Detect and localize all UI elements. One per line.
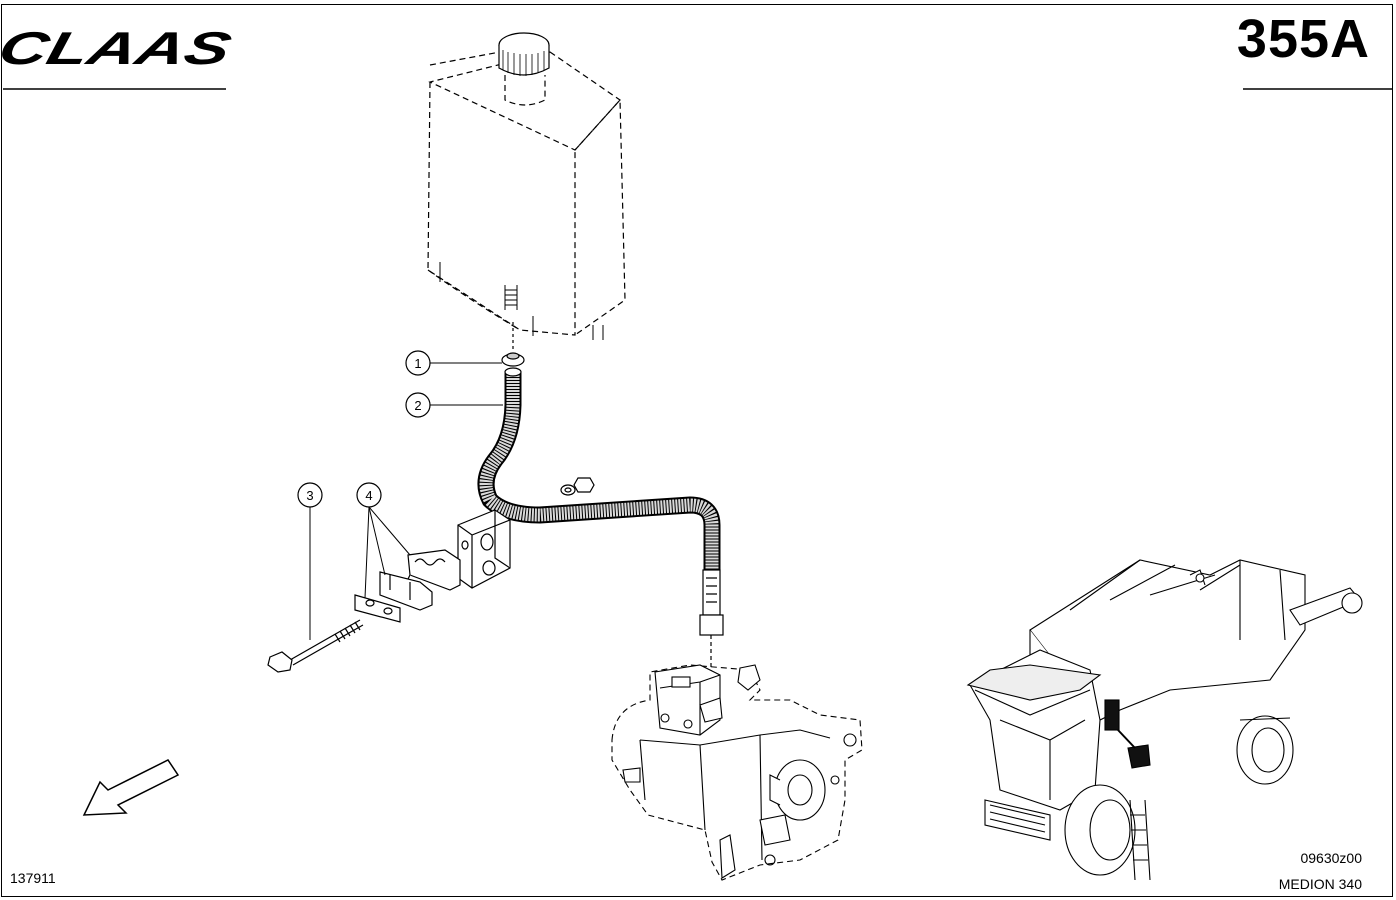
combine-harvester-illustration <box>966 559 1363 881</box>
callout-4-label: 4 <box>365 488 372 503</box>
pump-assembly <box>611 664 863 881</box>
image-code: 09630z00 <box>1300 850 1362 866</box>
callout-2-label: 2 <box>414 398 421 413</box>
clamp-plate <box>354 594 401 623</box>
reservoir-cap <box>498 32 550 76</box>
bolt <box>267 619 364 673</box>
callout-1: 1 <box>405 350 502 376</box>
callout-3-label: 3 <box>306 488 313 503</box>
callout-1-label: 1 <box>414 356 421 371</box>
clip-lower <box>379 571 433 611</box>
nut-washer <box>560 477 595 496</box>
clamp-block <box>457 509 511 589</box>
drawing-number: 137911 <box>10 870 56 886</box>
reservoir-tank <box>427 51 626 336</box>
hose-clamp <box>501 322 525 367</box>
callout-4: 4 <box>356 482 411 599</box>
drawing-frame <box>1 4 1393 897</box>
callout-3: 3 <box>297 482 323 640</box>
claas-logo-text: CLAAS <box>0 23 236 74</box>
model-name: MEDION 340 <box>1278 876 1362 892</box>
page-number: 355A <box>1236 9 1370 69</box>
claas-logo: CLAAS <box>0 23 236 74</box>
callout-2: 2 <box>405 392 503 418</box>
hydraulic-hose <box>477 367 721 570</box>
arrow-down-left-icon <box>82 759 180 816</box>
tank-fittings <box>439 262 604 340</box>
